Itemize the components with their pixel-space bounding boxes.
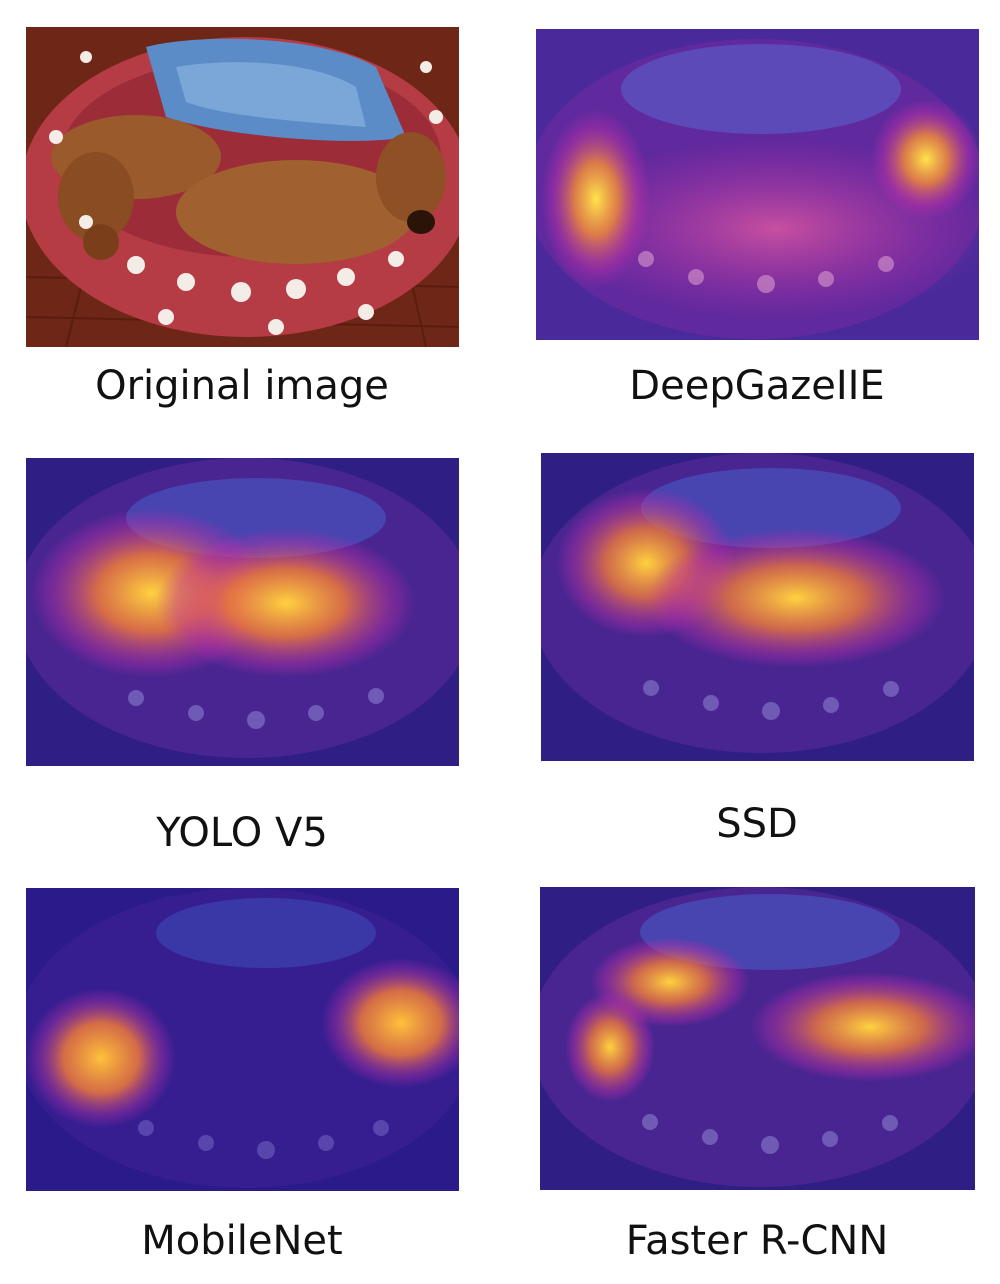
- caption-mobilenet: MobileNet: [141, 1218, 343, 1264]
- original-photo: [26, 27, 459, 347]
- deepgaze-heatmap-panel: [536, 29, 979, 340]
- faster-rcnn-heatmap: [540, 887, 975, 1190]
- yolo-heatmap-panel: [26, 458, 459, 766]
- caption-yolo: YOLO V5: [156, 810, 328, 856]
- deepgaze-heatmap: [536, 29, 979, 340]
- caption-faster-rcnn: Faster R-CNN: [625, 1218, 889, 1264]
- caption-deepgaze: DeepGazeIIE: [629, 363, 885, 409]
- original-image-panel: [26, 27, 459, 347]
- caption-ssd: SSD: [716, 801, 798, 847]
- faster-rcnn-heatmap-panel: [540, 887, 975, 1190]
- yolo-heatmap: [26, 458, 459, 766]
- mobilenet-heatmap-panel: [26, 888, 459, 1191]
- mobilenet-heatmap: [26, 888, 459, 1191]
- ssd-heatmap: [541, 453, 974, 761]
- caption-original-image: Original image: [95, 363, 389, 409]
- ssd-heatmap-panel: [541, 453, 974, 761]
